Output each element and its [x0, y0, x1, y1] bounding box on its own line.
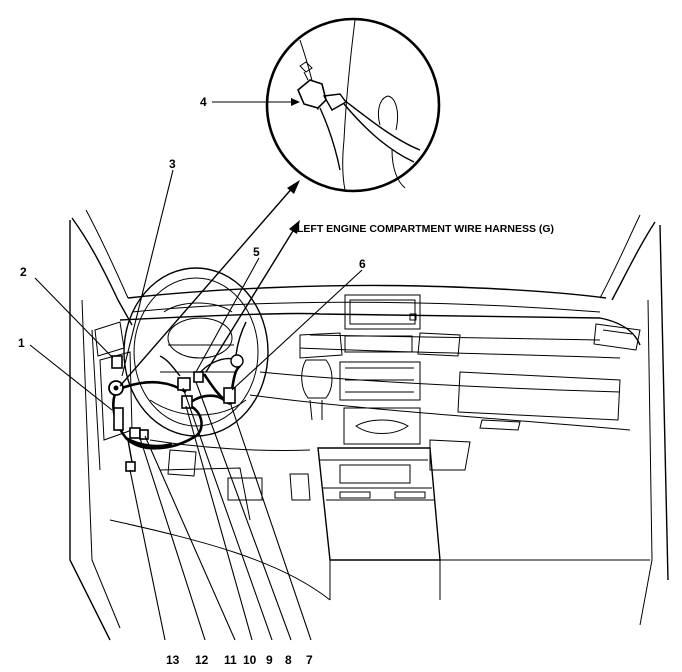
component-12 [129, 427, 141, 439]
callout-13: 13 [166, 653, 180, 667]
callout-9: 9 [266, 653, 273, 667]
harness-components [108, 355, 236, 472]
component-1 [113, 407, 124, 431]
component-13 [125, 461, 136, 472]
component-9 [177, 377, 191, 391]
callout-7: 7 [306, 653, 313, 667]
detail-inset [265, 17, 441, 193]
callout-labels: 1 2 3 4 5 6 7 8 9 10 11 12 13 [18, 95, 366, 667]
callout-1: 1 [18, 336, 25, 350]
arrows [119, 180, 300, 387]
callout-2: 2 [20, 265, 27, 279]
harness-title: LEFT ENGINE COMPARTMENT WIRE HARNESS (G) [297, 223, 554, 235]
callout-12: 12 [195, 653, 209, 667]
callout-6: 6 [359, 257, 366, 271]
component-2 [111, 355, 123, 369]
callout-8: 8 [285, 653, 292, 667]
callout-3: 3 [169, 157, 176, 171]
leader-lines [29, 98, 363, 641]
component-6 [223, 387, 236, 404]
callout-11: 11 [224, 653, 237, 667]
callout-4: 4 [200, 95, 207, 109]
callout-10: 10 [243, 653, 257, 667]
component-5 [193, 371, 204, 383]
callout-5: 5 [253, 245, 260, 259]
